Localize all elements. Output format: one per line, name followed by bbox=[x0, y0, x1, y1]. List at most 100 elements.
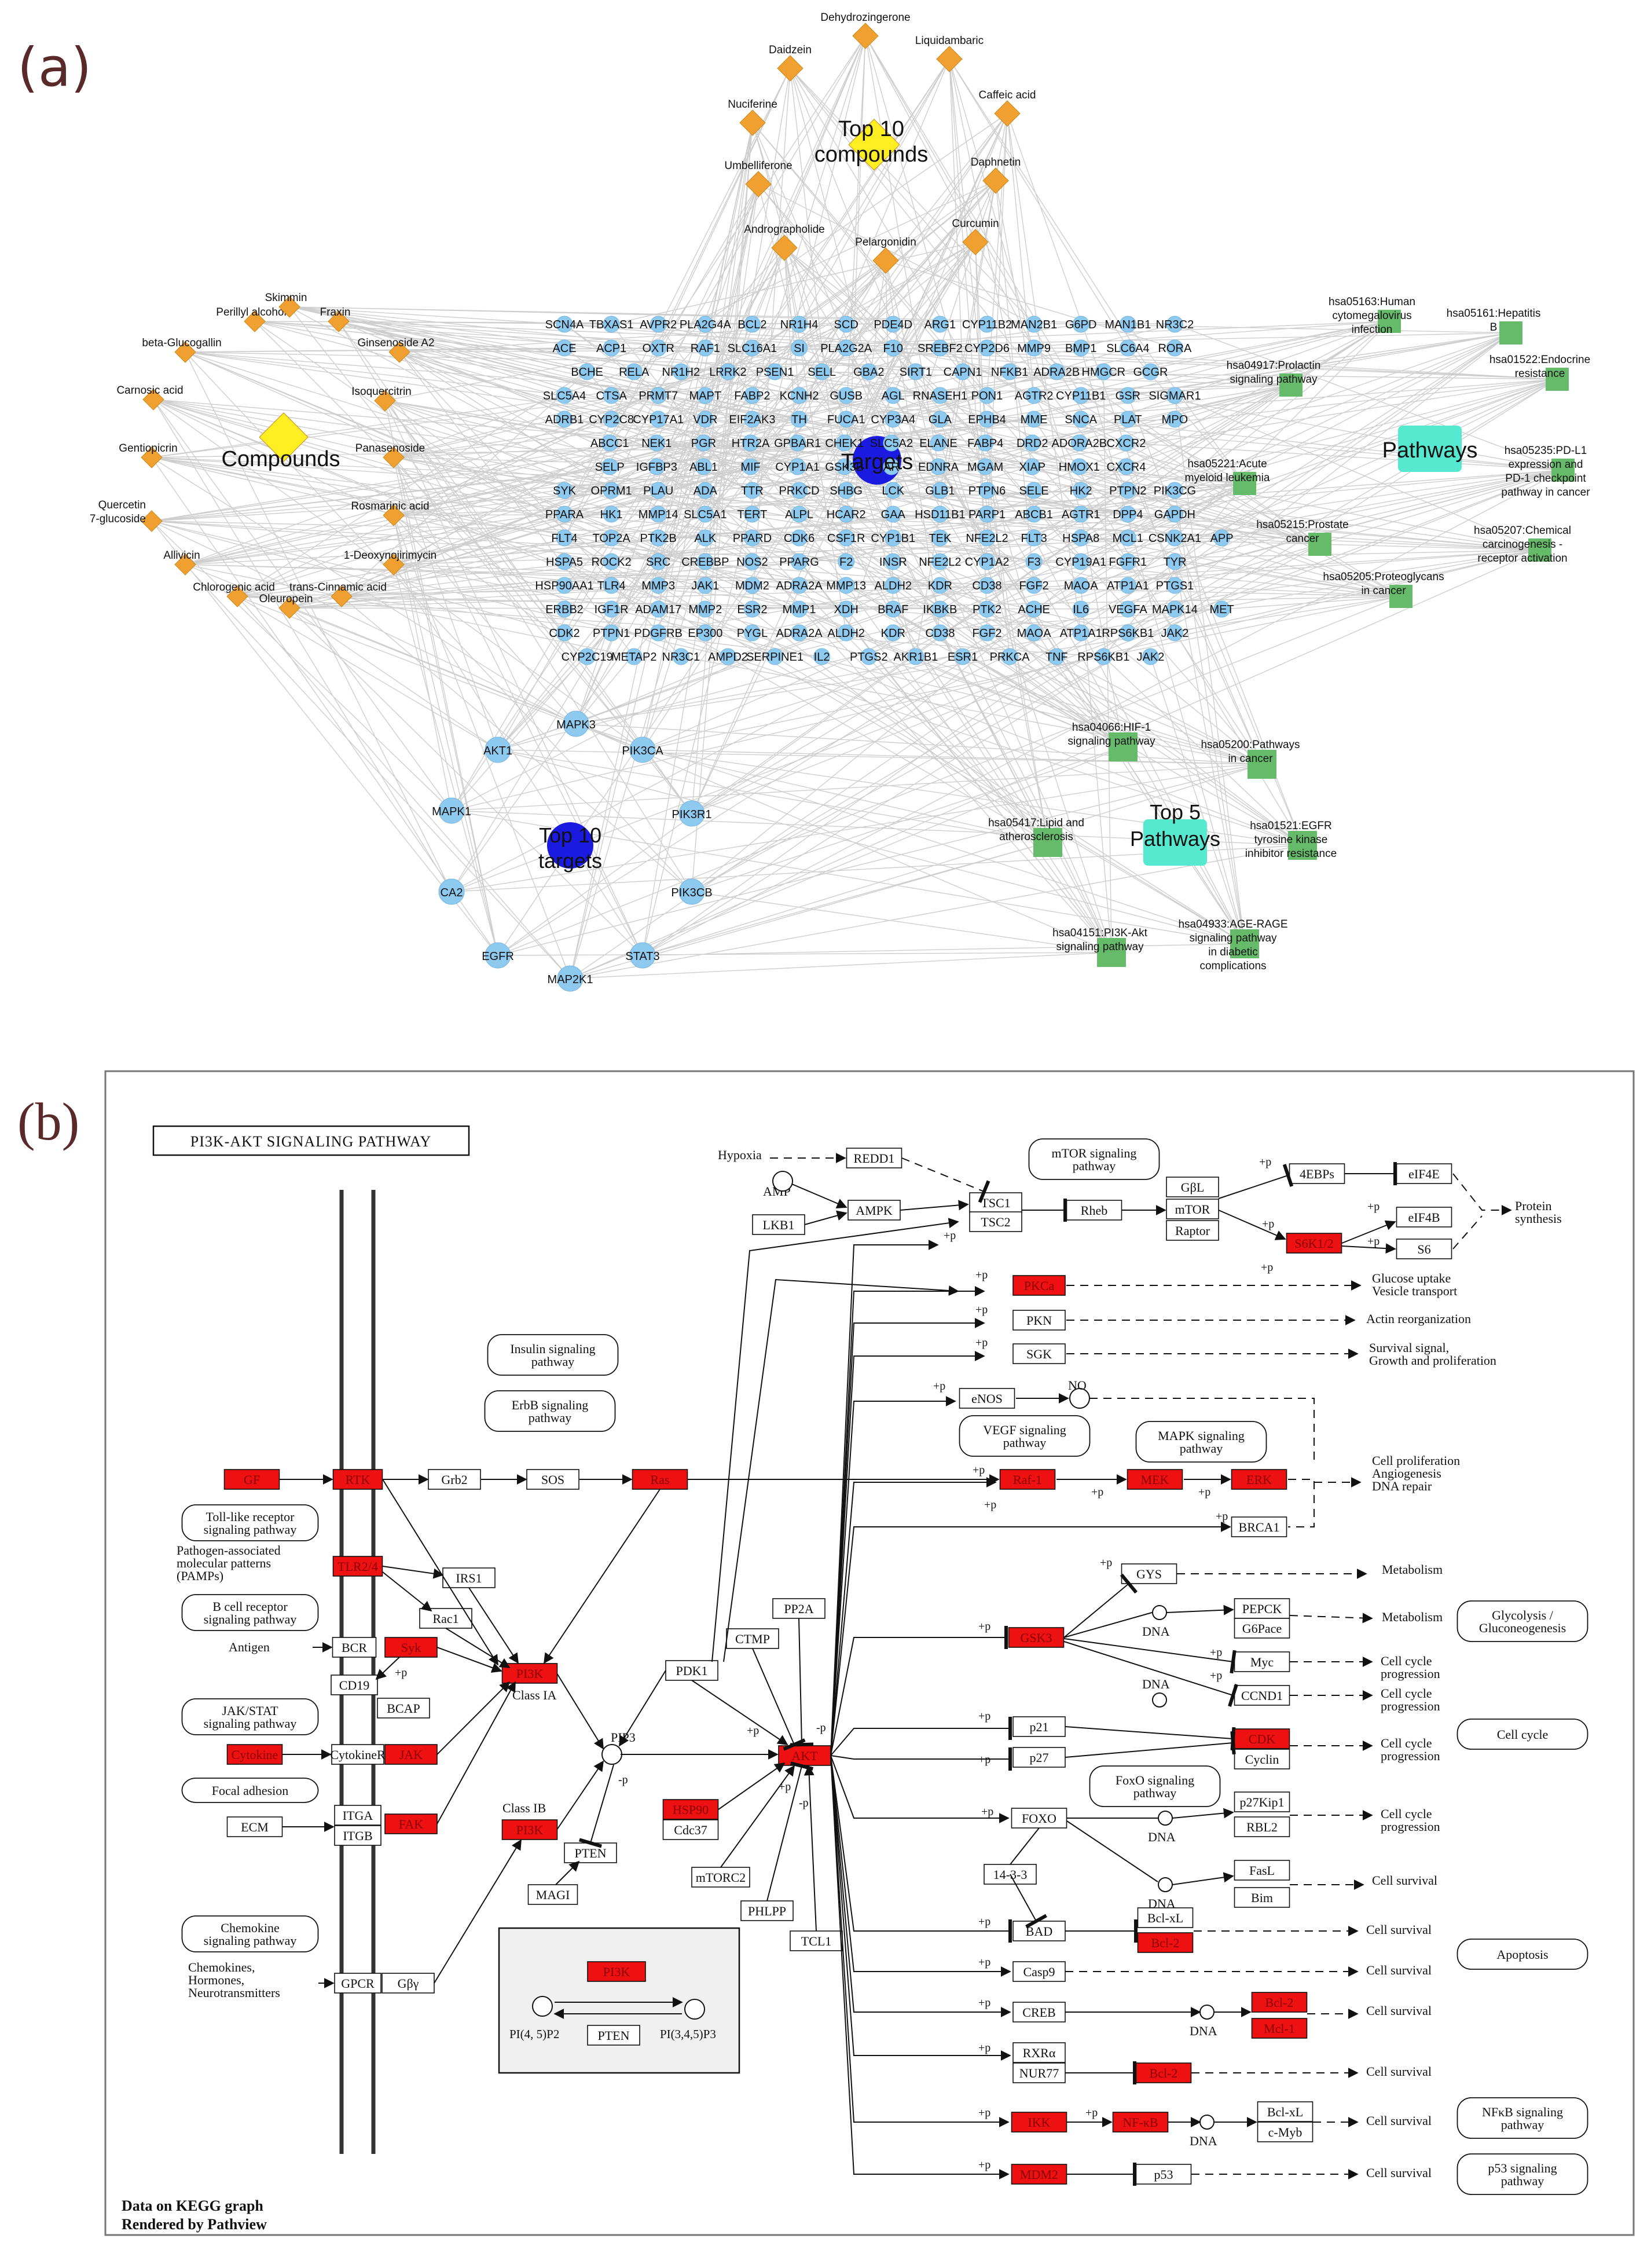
gene-box-cyclin bbox=[1234, 1749, 1290, 1769]
cell-survival-label: Cell survival bbox=[1366, 2166, 1432, 2180]
top-compound-node-liquidambaric bbox=[936, 46, 963, 72]
top-compound-label: Nuciferine bbox=[728, 98, 777, 111]
target-node-rora bbox=[1166, 339, 1183, 357]
target-node-hsd11b1 bbox=[931, 505, 949, 523]
pathway-edge bbox=[1166, 1604, 1234, 1615]
target-node-flt4 bbox=[556, 529, 573, 547]
target-label: CYP19A1 bbox=[1055, 556, 1106, 569]
target-label: PTGS1 bbox=[1156, 580, 1194, 592]
target-label: CXCR2 bbox=[1107, 437, 1146, 450]
gene-label: CTMP bbox=[735, 1632, 770, 1646]
target-node-plat bbox=[1119, 411, 1136, 428]
target-label: ALPL bbox=[785, 508, 813, 521]
gene-label: ITGB bbox=[343, 1829, 372, 1843]
pathway-title: PI3K-AKT SIGNALING PATHWAY bbox=[190, 1133, 432, 1150]
nfkb-pathway-ref bbox=[1456, 2097, 1588, 2139]
phospho-label: +p bbox=[978, 1710, 990, 1723]
gene-box-p21 bbox=[1012, 1716, 1066, 1737]
target-node-pygl bbox=[743, 624, 761, 642]
gene-box-bclxl bbox=[1137, 1907, 1194, 1928]
gene-box-enos bbox=[959, 1388, 1015, 1409]
target-node-bcl2 bbox=[743, 316, 761, 333]
gene-box-erk bbox=[1231, 1469, 1287, 1490]
target-label: ADORA2B bbox=[1052, 437, 1107, 450]
dephospho-label: -p bbox=[816, 1721, 826, 1734]
dna-label: DNA bbox=[1148, 1896, 1176, 1911]
target-node-nfe2l2 bbox=[931, 553, 949, 570]
target-node-fgf2 bbox=[1025, 577, 1043, 594]
pathway-edge bbox=[1288, 1479, 1315, 1527]
gene-box-rbl2 bbox=[1234, 1816, 1290, 1837]
target-label: SELP bbox=[595, 461, 625, 474]
target-node-gcgr bbox=[1142, 363, 1159, 380]
target-node-mgam bbox=[977, 458, 994, 475]
target-label: AGTR1 bbox=[1062, 508, 1100, 521]
target-label: TERT bbox=[738, 508, 768, 521]
top-compound-node-pelargonidin bbox=[872, 247, 899, 274]
gene-label: mTOR bbox=[1175, 1202, 1210, 1217]
target-label: CYP17A1 bbox=[633, 413, 684, 426]
pathway-edge bbox=[766, 1761, 814, 1901]
target-node-jak2 bbox=[1166, 624, 1183, 642]
target-node-prkcd bbox=[791, 482, 808, 499]
phospho-label: +p bbox=[978, 1620, 990, 1633]
akt-output-edge bbox=[830, 1318, 985, 1756]
target-node-dpp4 bbox=[1119, 505, 1136, 523]
target-label: PARP1 bbox=[968, 508, 1006, 521]
target-label: ADRA2A bbox=[776, 580, 823, 592]
gene-label: eIF4B bbox=[1408, 1210, 1440, 1225]
target-node-gla bbox=[931, 411, 949, 428]
gene-box-tlr24 bbox=[332, 1556, 383, 1577]
gene-box-grb2 bbox=[428, 1469, 481, 1490]
top-pathway-node-hsa04151 bbox=[1097, 938, 1126, 967]
target-label: HK2 bbox=[1070, 485, 1092, 497]
gene-box-bad bbox=[1012, 1921, 1066, 1941]
target-label: GUSB bbox=[830, 390, 863, 402]
target-node-cxcr4 bbox=[1117, 458, 1135, 475]
target-node-ppara bbox=[556, 505, 573, 523]
gene-box-nfkb bbox=[1112, 2112, 1169, 2133]
compound-node-skimmin bbox=[278, 296, 300, 318]
target-node-aldh2 bbox=[885, 577, 902, 594]
target-node-cyp2d6 bbox=[978, 339, 996, 357]
gene-label: PDK1 bbox=[676, 1664, 707, 1678]
pathway-edge bbox=[556, 1673, 604, 1750]
top-target-node-mapk3 bbox=[563, 710, 589, 737]
gene-label: AMPK bbox=[856, 1203, 893, 1218]
pathway-edge bbox=[619, 1670, 666, 1747]
target-label: SLC5A1 bbox=[684, 508, 727, 521]
pathway-edge bbox=[1172, 1872, 1234, 1885]
gene-label: TCL1 bbox=[801, 1934, 832, 1948]
pathway-node-hsa04917 bbox=[1279, 373, 1303, 397]
gene-box-fasl bbox=[1234, 1860, 1290, 1881]
targets-title: Targets bbox=[841, 450, 913, 474]
gene-label: BRCA1 bbox=[1239, 1520, 1280, 1534]
gene-label: Gβγ bbox=[398, 1976, 419, 1991]
target-node-csnk2a1 bbox=[1166, 529, 1183, 547]
target-node-adrb1 bbox=[556, 411, 573, 428]
target-label: SCD bbox=[834, 318, 858, 331]
target-node-maoa bbox=[1072, 577, 1089, 594]
compound-label: Ginsenoside A2 bbox=[357, 337, 434, 349]
target-node-ar bbox=[883, 458, 900, 475]
dephospho-label: -p bbox=[799, 1797, 809, 1809]
target-label: HSD11B1 bbox=[915, 508, 965, 521]
target-label: ABL1 bbox=[689, 461, 718, 474]
target-node-cyp1b1 bbox=[885, 529, 902, 547]
class-ia-label: Class IA bbox=[512, 1688, 557, 1702]
compound-node-oleuropein bbox=[278, 597, 300, 619]
target-label: PRKCD bbox=[779, 485, 820, 497]
gene-label: ITGA bbox=[343, 1808, 373, 1823]
gene-box-pkca bbox=[1012, 1275, 1066, 1296]
target-node-esr1 bbox=[954, 648, 971, 665]
target-node-oxtr bbox=[650, 339, 667, 357]
gene-box-rtk bbox=[332, 1469, 383, 1490]
gene-label: Cytokine bbox=[232, 1747, 278, 1762]
target-label: DPP4 bbox=[1113, 508, 1143, 521]
